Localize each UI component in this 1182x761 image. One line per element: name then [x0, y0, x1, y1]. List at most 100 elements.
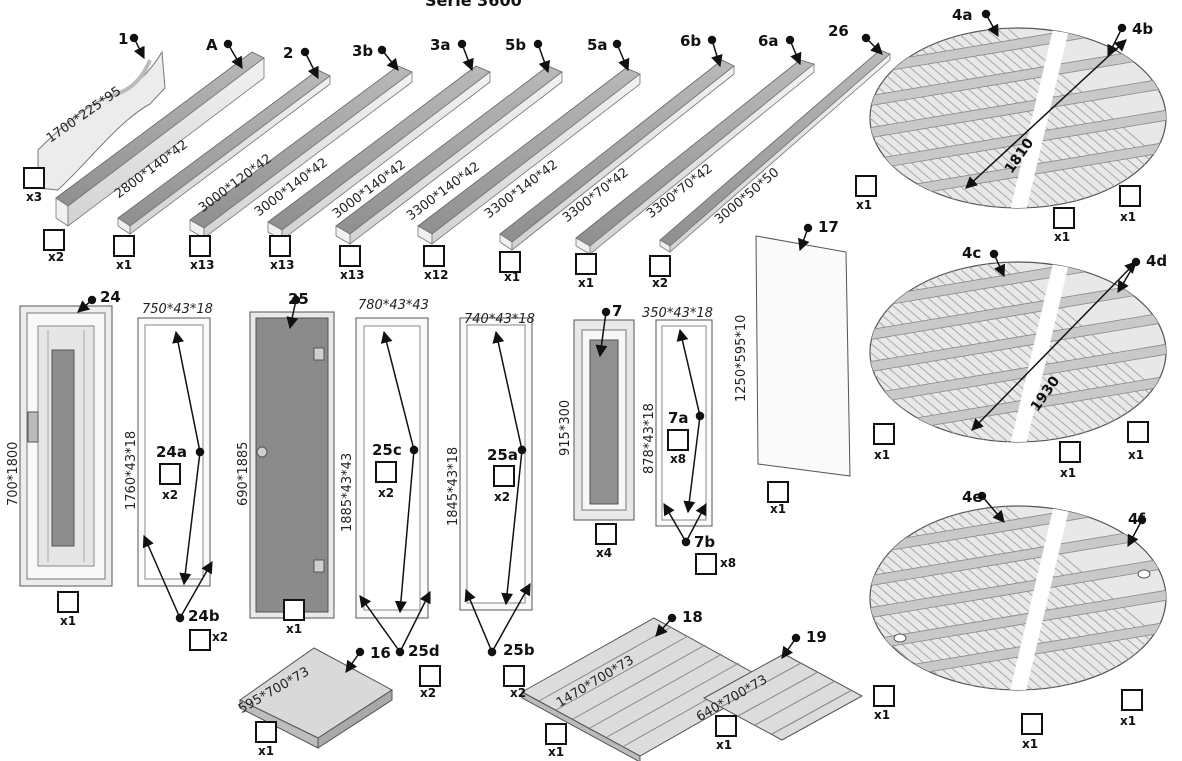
label-2: 2	[283, 44, 294, 62]
qty-5a: x12	[424, 268, 449, 282]
label-A: A	[206, 36, 218, 54]
quantity-checkbox	[43, 229, 65, 251]
label-24: 24	[100, 288, 121, 306]
beam-2	[117, 69, 331, 235]
beam-5b	[335, 65, 563, 245]
beam-5a	[417, 67, 641, 245]
beam-26	[659, 49, 891, 253]
qty-A: x2	[48, 250, 65, 264]
label-18: 18	[682, 608, 703, 626]
quantity-checkbox	[499, 251, 521, 273]
qty-18: x1	[548, 745, 565, 759]
quantity-checkbox	[255, 721, 277, 743]
qty-disc1-a: x1	[856, 198, 873, 212]
label-16: 16	[370, 644, 391, 662]
label-25d: 25d	[408, 642, 440, 660]
qty-disc2-c: x1	[1128, 448, 1145, 462]
dimension-arrow	[965, 39, 1127, 189]
quantity-checkbox	[1021, 713, 1043, 735]
quantity-checkbox	[269, 235, 291, 257]
qty-disc1-b: x1	[1054, 230, 1071, 244]
label-5b: 5b	[505, 36, 527, 54]
label-19: 19	[806, 628, 827, 646]
beams-row	[55, 49, 891, 255]
qty-26: x2	[652, 276, 669, 290]
quantity-checkbox	[419, 665, 441, 687]
qty-24: x1	[60, 614, 77, 628]
qty-25d: x2	[420, 686, 437, 700]
dim-frame-24-top: 750*43*18	[142, 302, 213, 317]
qty-disc3-c: x1	[1120, 714, 1137, 728]
qty-19: x1	[716, 738, 733, 752]
quantity-checkbox	[57, 591, 79, 613]
disc-leader-line	[989, 249, 1005, 278]
label-6a: 6a	[758, 32, 779, 50]
label-4d: 4d	[1146, 252, 1168, 270]
label-4e: 4e	[962, 488, 983, 506]
label-25c: 25c	[372, 441, 402, 459]
label-25: 25	[288, 290, 309, 308]
part-7-window	[573, 319, 635, 521]
qty-24b: x2	[212, 630, 229, 644]
label-3b: 3b	[352, 42, 374, 60]
dim-24: 700*1800	[6, 441, 21, 506]
qty-1: x3	[26, 190, 43, 204]
part-25-glass-door	[249, 311, 335, 619]
label-4f: 4f	[1128, 510, 1145, 528]
dim-frame-25c-side: 1885*43*43	[340, 452, 355, 532]
label-24a: 24a	[156, 443, 187, 461]
disc-leader-line	[981, 9, 999, 38]
qty-25a: x2	[494, 490, 511, 504]
beam-A	[55, 51, 265, 227]
quantity-checkbox	[873, 423, 895, 445]
quantity-checkbox	[767, 481, 789, 503]
qty-3a: x13	[270, 258, 295, 272]
qty-25b: x2	[510, 686, 527, 700]
part-1-bench-support	[37, 50, 166, 191]
qty-24a: x2	[162, 488, 179, 502]
dim-frame-25a-top: 740*43*18	[464, 312, 535, 327]
quantity-checkbox	[1053, 207, 1075, 229]
qty-6a: x1	[578, 276, 595, 290]
quantity-checkbox	[1119, 185, 1141, 207]
qty-3b: x13	[190, 258, 215, 272]
beam-6b	[499, 59, 735, 251]
qty-disc1-c: x1	[1120, 210, 1137, 224]
qty-17: x1	[770, 502, 787, 516]
quantity-checkbox	[1121, 689, 1143, 711]
label-7b: 7b	[694, 533, 716, 551]
dim-frame-25a-side: 1845*43*18	[446, 446, 461, 526]
qty-2: x1	[116, 258, 133, 272]
quantity-checkbox	[423, 245, 445, 267]
qty-6b: x1	[504, 270, 521, 284]
qty-16: x1	[258, 744, 275, 758]
label-5a: 5a	[587, 36, 608, 54]
label-25b: 25b	[503, 641, 535, 659]
qty-5b: x13	[340, 268, 365, 282]
quantity-checkbox	[649, 255, 671, 277]
label-25a: 25a	[487, 446, 518, 464]
label-4c: 4c	[962, 244, 982, 262]
dimension-arrow	[971, 261, 1137, 431]
qty-7b: x8	[720, 556, 737, 570]
label-4a: 4a	[952, 6, 973, 24]
beam-3b	[189, 65, 413, 239]
disc-leader-line	[977, 491, 1005, 523]
quantity-checkbox	[189, 235, 211, 257]
qty-7: x4	[596, 546, 613, 560]
dim-frame-7-side: 878*43*18	[642, 403, 657, 474]
quantity-checkbox	[1127, 421, 1149, 443]
quantity-checkbox	[159, 463, 181, 485]
quantity-checkbox	[23, 167, 45, 189]
dim-frame-24-side: 1760*43*18	[124, 430, 139, 510]
disc-leader-line	[1117, 257, 1141, 294]
label-4b: 4b	[1132, 20, 1154, 38]
quantity-checkbox	[1059, 441, 1081, 463]
part-17-plate	[755, 235, 851, 477]
quantity-checkbox	[503, 665, 525, 687]
label-3a: 3a	[430, 36, 451, 54]
disc-leader-line	[1107, 23, 1127, 58]
frame-leaders	[77, 223, 813, 657]
label-26: 26	[828, 22, 849, 40]
